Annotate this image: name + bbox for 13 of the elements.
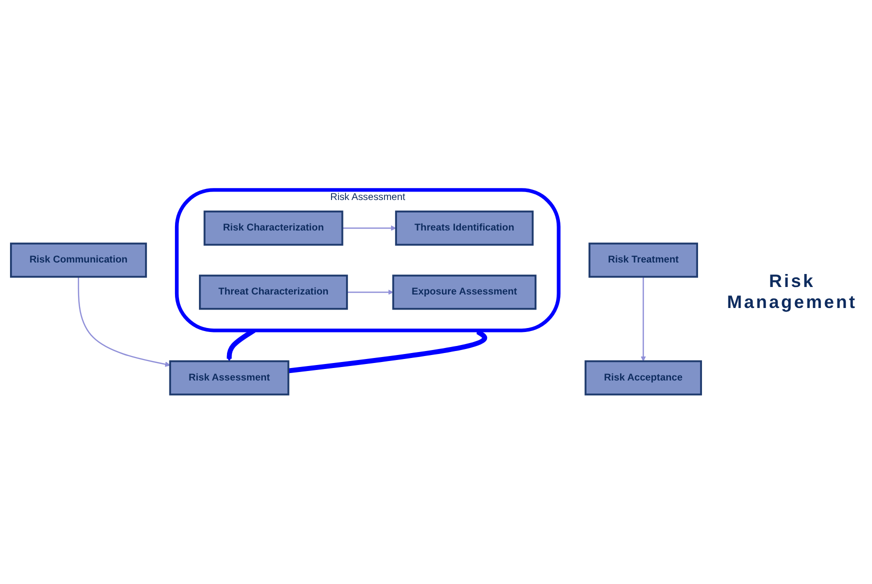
arrow xyxy=(78,276,170,367)
arrow xyxy=(342,225,396,231)
node-box: Threat Characterization xyxy=(198,274,348,310)
arrow xyxy=(346,289,394,295)
node-box: Exposure Assessment xyxy=(392,274,536,310)
node-box: Risk Acceptance xyxy=(584,360,702,396)
node-box: Risk Assessment xyxy=(169,360,290,396)
node-box: Risk Communication xyxy=(10,242,147,278)
center-label: Risk Management xyxy=(726,271,858,313)
arrow xyxy=(640,276,646,362)
node-box: Risk Characterization xyxy=(204,210,344,246)
node-box: Risk Treatment xyxy=(588,242,698,278)
node-box: Threats Identification xyxy=(395,210,534,246)
